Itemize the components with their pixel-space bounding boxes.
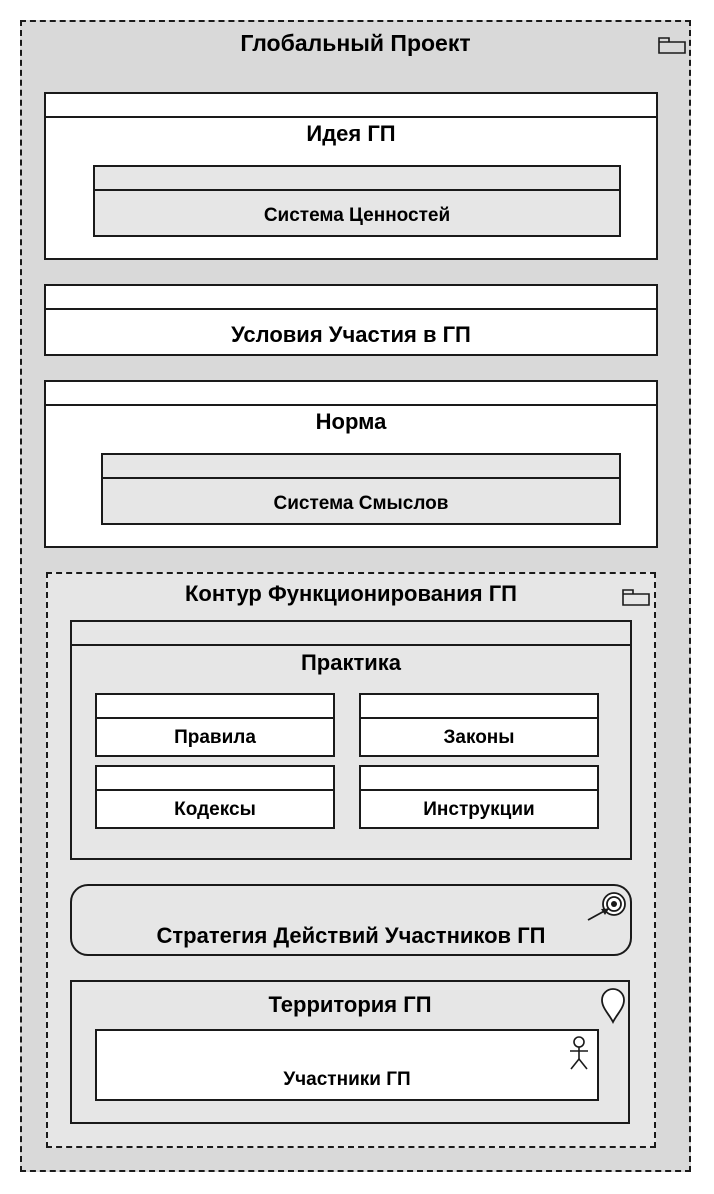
- practice-title: Практика: [300, 650, 402, 675]
- participants-box: Участники ГП: [95, 1029, 599, 1101]
- value-system-label: Система Ценностей: [263, 205, 451, 226]
- rules-label: Правила: [174, 727, 256, 748]
- territory-title: Территория ГП: [268, 992, 432, 1017]
- package-icon: [622, 589, 650, 606]
- practice-box: Практика Правила Законы Кодексы Инструкц…: [70, 620, 632, 860]
- global-project-title: Глобальный Проект: [240, 30, 471, 56]
- value-system-header-strip: [95, 167, 619, 191]
- laws-box: Законы: [359, 693, 599, 757]
- meaning-system-label: Система Смыслов: [273, 493, 449, 514]
- target-icon: [587, 892, 626, 921]
- codes-label: Кодексы: [174, 799, 256, 820]
- meaning-system-header-strip: [103, 455, 619, 479]
- idea-box: Идея ГП Система Ценностей: [44, 92, 658, 260]
- territory-box: Территория ГП Участники ГП: [70, 980, 630, 1124]
- laws-label: Законы: [443, 727, 515, 748]
- rules-header-strip: [97, 695, 333, 719]
- value-system-box: Система Ценностей: [93, 165, 621, 237]
- idea-header-strip: [46, 94, 656, 118]
- strategy-box: Стратегия Действий Участников ГП: [70, 884, 632, 956]
- laws-header-strip: [361, 695, 597, 719]
- codes-box: Кодексы: [95, 765, 335, 829]
- meaning-system-box: Система Смыслов: [101, 453, 621, 525]
- contour-title: Контур Функционирования ГП: [185, 581, 517, 606]
- participation-conditions-header-strip: [46, 286, 656, 310]
- instructions-label: Инструкции: [423, 799, 535, 820]
- norm-title: Норма: [315, 409, 387, 434]
- idea-title: Идея ГП: [306, 121, 396, 146]
- norm-box: Норма Система Смыслов: [44, 380, 658, 548]
- instructions-header-strip: [361, 767, 597, 791]
- location-pin-icon: [601, 988, 625, 1025]
- rules-box: Правила: [95, 693, 335, 757]
- participants-label: Участники ГП: [283, 1069, 411, 1090]
- codes-header-strip: [97, 767, 333, 791]
- instructions-box: Инструкции: [359, 765, 599, 829]
- participation-conditions-label: Условия Участия в ГП: [231, 322, 471, 347]
- package-icon: [658, 37, 686, 54]
- actor-icon: [570, 1036, 588, 1070]
- participation-conditions-box: Условия Участия в ГП: [44, 284, 658, 356]
- norm-header-strip: [46, 382, 656, 406]
- practice-header-strip: [72, 622, 630, 646]
- strategy-label: Стратегия Действий Участников ГП: [156, 923, 546, 948]
